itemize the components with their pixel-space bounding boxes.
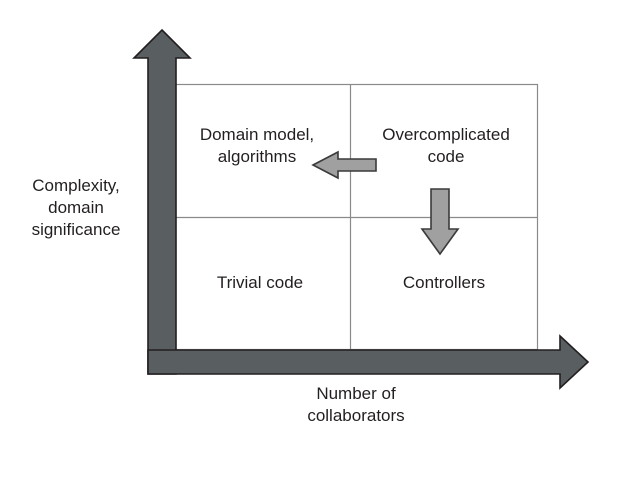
quadrant-label-top-left: Domain model, algorithms xyxy=(199,125,315,166)
quadrant-grid xyxy=(174,83,539,351)
flow-arrow-left-icon xyxy=(311,150,377,180)
quadrant-label-top-right: Overcomplicated code xyxy=(382,125,510,166)
quadrant-label-bottom-left: Trivial code xyxy=(216,273,304,292)
quadrant-label-bottom-right: Controllers xyxy=(402,273,486,292)
x-axis-arrow xyxy=(147,334,590,390)
x-axis-label: Number of collaborators xyxy=(307,384,405,425)
flow-arrow-down-icon xyxy=(420,188,460,256)
y-axis-label: Complexity, domain significance xyxy=(31,176,121,239)
